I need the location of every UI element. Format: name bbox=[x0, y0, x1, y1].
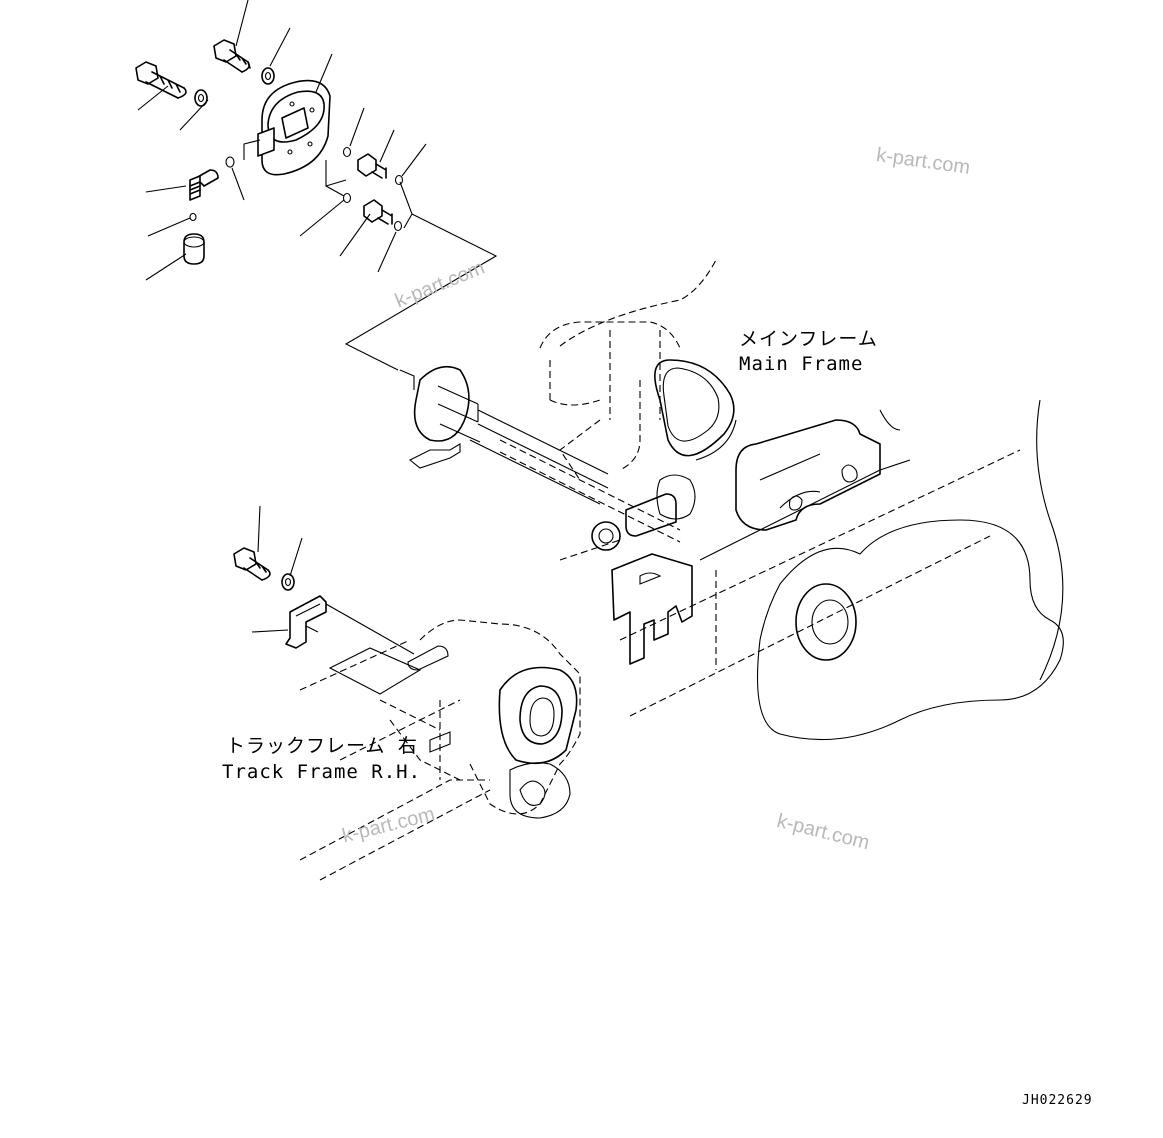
washer-icon bbox=[281, 573, 295, 591]
washer-icon bbox=[261, 67, 275, 85]
washer-icon bbox=[194, 89, 208, 107]
bolt-icon bbox=[233, 547, 271, 581]
cap-icon bbox=[183, 233, 205, 265]
o-ring-icon bbox=[189, 212, 197, 222]
grease-fitting-icon bbox=[363, 199, 393, 225]
upper-exploded-assembly bbox=[135, 0, 498, 371]
grease-fitting-icon bbox=[189, 169, 219, 201]
o-ring-icon bbox=[342, 146, 352, 158]
plate-icon bbox=[285, 595, 327, 649]
bolt-icon bbox=[213, 39, 251, 73]
pivot-cover-icon bbox=[257, 79, 331, 176]
drawing-code: JH022629 bbox=[1022, 1093, 1093, 1108]
o-ring-icon bbox=[393, 220, 403, 232]
grease-fitting-icon bbox=[357, 153, 387, 179]
track-frame-label-en: Track Frame R.H. bbox=[222, 761, 422, 783]
o-ring-icon bbox=[342, 192, 352, 204]
o-ring-icon bbox=[225, 156, 235, 168]
leader-lines bbox=[137, 0, 427, 281]
bolt-icon bbox=[135, 61, 187, 99]
track-frame-label-jp: トラックフレーム 右 bbox=[226, 735, 418, 757]
track-frame-drawing bbox=[299, 619, 581, 881]
main-frame-drawing bbox=[399, 259, 1064, 741]
main-frame-label-en: Main Frame bbox=[739, 353, 864, 375]
lower-exploded-assembly bbox=[233, 505, 415, 655]
main-frame-label-jp: メインフレーム bbox=[739, 328, 878, 350]
o-ring-icon bbox=[394, 174, 404, 186]
